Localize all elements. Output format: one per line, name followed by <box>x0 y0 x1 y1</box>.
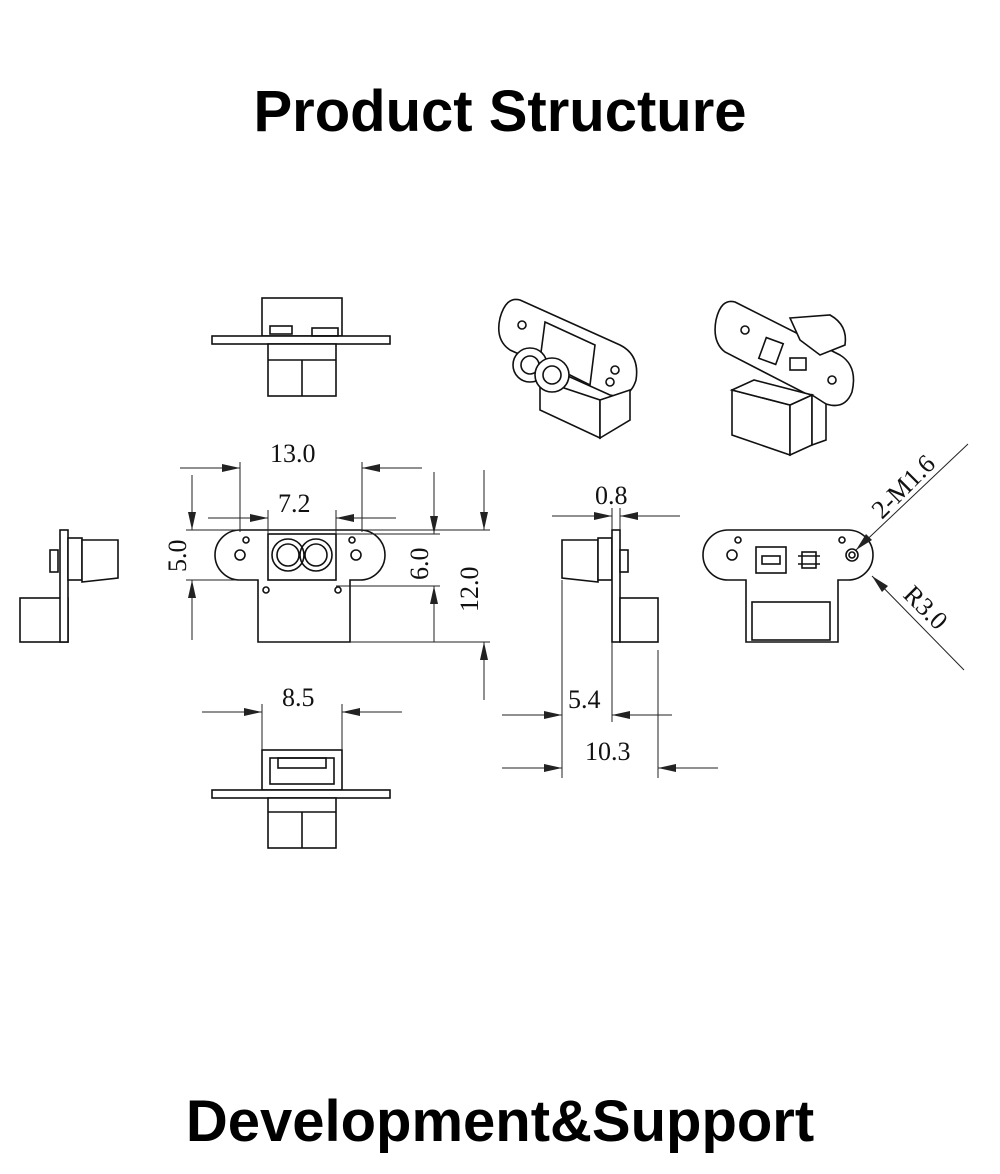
top-view <box>211 297 391 397</box>
dim-label-window-height: 6.0 <box>405 548 434 581</box>
back-view <box>702 529 874 643</box>
dim-thickness: 0.8 <box>552 481 680 530</box>
dim-hole-spec: 2-M1.6 <box>855 443 969 551</box>
dim-label-connector-width: 8.5 <box>282 683 315 712</box>
dim-label-corner-radius: R3.0 <box>898 580 954 636</box>
dim-label-tab-height: 5.0 <box>163 540 192 573</box>
footer-title: Development&Support <box>185 1089 815 1154</box>
dim-depth-front: 5.4 <box>502 580 672 778</box>
dim-label-overall-height: 12.0 <box>455 567 484 613</box>
dim-label-depth-front: 5.4 <box>568 685 601 714</box>
isometric-back-view <box>714 300 855 457</box>
dim-corner-radius: R3.0 <box>871 575 965 671</box>
dim-label-overall-width: 13.0 <box>270 439 316 468</box>
isometric-front-view <box>497 298 638 440</box>
dim-label-thickness: 0.8 <box>595 481 628 510</box>
right-side-view <box>561 529 659 643</box>
front-view <box>214 529 386 643</box>
dim-overall-width: 13.0 <box>180 439 422 532</box>
dim-connector-width: 8.5 <box>202 683 402 750</box>
dim-label-window-width: 7.2 <box>278 489 311 518</box>
left-side-view <box>19 529 119 643</box>
dim-window-width: 7.2 <box>208 489 396 534</box>
dim-depth-total: 10.3 <box>502 650 718 778</box>
bottom-view <box>211 749 391 849</box>
dim-overall-height: 12.0 <box>350 470 490 700</box>
dim-label-depth-total: 10.3 <box>585 737 631 766</box>
dim-window-height: 6.0 <box>336 472 440 642</box>
dim-label-hole-spec: 2-M1.6 <box>866 449 941 524</box>
page-title: Product Structure <box>253 79 747 144</box>
dim-tab-height: 5.0 <box>163 475 240 640</box>
